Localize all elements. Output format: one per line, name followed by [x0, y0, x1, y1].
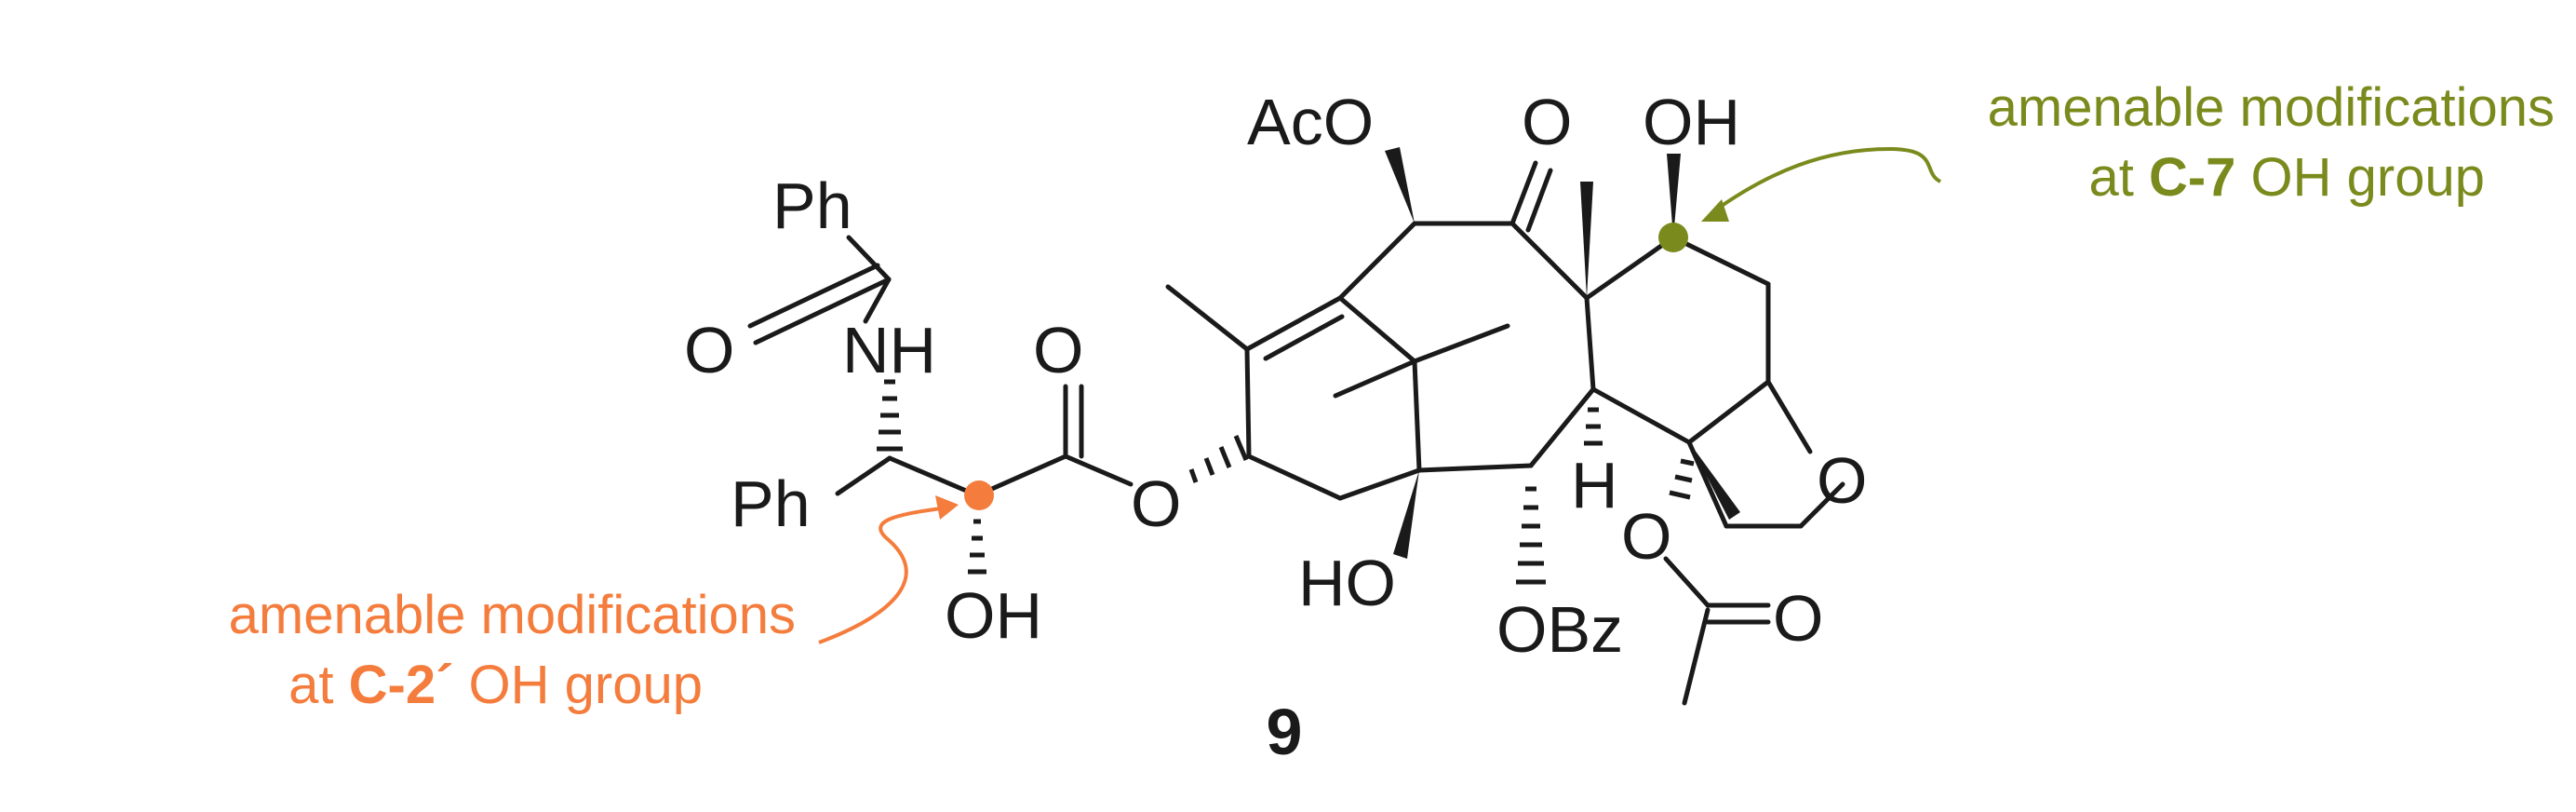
atom-ph-top: Ph	[772, 169, 852, 242]
compound-number: 9	[1267, 696, 1303, 768]
c7-annotation-line2: at C-7 OH group	[2088, 147, 2485, 208]
atom-o-acetate: O	[1621, 500, 1671, 573]
hashed-bond-c2-oh	[968, 519, 986, 575]
hashed-bond-c13	[1188, 435, 1249, 483]
c7-annotation-line1: amenable modifications	[1988, 77, 2555, 138]
atom-oh-c7: OH	[1643, 86, 1740, 158]
atom-o-ring: O	[1817, 444, 1867, 517]
hashed-bond-c2-obz	[1516, 486, 1546, 585]
c2-marker-dot	[964, 480, 994, 510]
atom-o-ester: O	[1033, 314, 1083, 386]
c2-annotation: amenable modifications at C-2´ OH group	[229, 495, 959, 715]
atom-ph-left: Ph	[731, 467, 811, 540]
hashed-bond-c4-oac	[1669, 458, 1695, 500]
side-chain-bonds	[747, 235, 1249, 575]
c2-annotation-arrow	[818, 506, 950, 644]
atom-o-ketone: O	[1522, 86, 1572, 158]
hashed-bond-nh	[877, 379, 903, 452]
core-bonds	[1165, 147, 1845, 706]
c7-annotation-arrow	[1711, 146, 1942, 214]
atom-nh: NH	[842, 314, 936, 386]
c7-annotation: amenable modifications at C-7 OH group	[1701, 77, 2555, 222]
atom-oh-c2: OH	[945, 579, 1042, 652]
atom-aco: AcO	[1247, 86, 1374, 158]
atom-o-amide: O	[684, 314, 734, 386]
atom-ho: HO	[1298, 547, 1396, 619]
c2-annotation-line1: amenable modifications	[229, 585, 796, 645]
c2-annotation-line2: at C-2´ OH group	[288, 655, 703, 715]
atom-h: H	[1571, 449, 1618, 521]
hashed-bond-c3-h	[1584, 407, 1603, 446]
atom-obz: OBz	[1496, 593, 1623, 666]
atom-o-carbonyl: O	[1773, 582, 1823, 655]
c7-marker-dot	[1658, 223, 1688, 252]
atom-o-link: O	[1131, 467, 1181, 540]
